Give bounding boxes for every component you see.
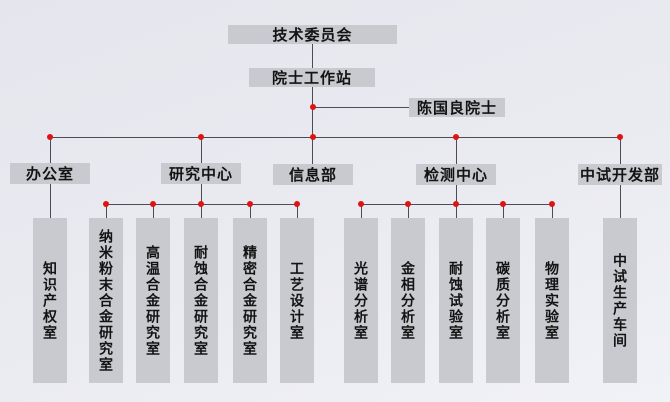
box-office-dept: 办公室	[10, 163, 90, 184]
junction-dot	[150, 201, 156, 207]
connector-line	[50, 137, 620, 138]
junction-dot	[358, 201, 364, 207]
box-corrosion-test-room: 耐蚀试验室	[439, 218, 473, 383]
box-corrosion-resistant-alloy-lab: 耐蚀合金研究室	[184, 218, 218, 383]
box-technical-committee: 技术委员会	[228, 25, 397, 44]
junction-dot	[198, 201, 204, 207]
connector-line	[250, 204, 251, 218]
connector-line	[456, 137, 457, 165]
junction-dot	[47, 134, 53, 140]
junction-dot	[500, 201, 506, 207]
junction-dot	[617, 134, 623, 140]
box-carbon-analysis-room: 碳质分析室	[486, 218, 520, 383]
junction-dot	[453, 201, 459, 207]
connector-line	[50, 184, 51, 218]
connector-line	[312, 137, 313, 164]
connector-line	[297, 204, 298, 218]
box-physics-laboratory: 物理实验室	[535, 218, 569, 383]
connector-line	[312, 87, 313, 137]
connector-line	[106, 204, 107, 218]
connector-line	[552, 204, 553, 218]
connector-line	[620, 137, 621, 165]
junction-dot	[310, 104, 316, 110]
junction-dot	[549, 201, 555, 207]
junction-dot	[247, 201, 253, 207]
connector-line	[408, 204, 409, 218]
connector-line	[153, 204, 154, 218]
box-academician-chen-guoliang: 陈国良院士	[409, 98, 505, 117]
connector-line	[312, 44, 313, 68]
connector-line	[620, 184, 621, 218]
connector-line	[201, 137, 202, 163]
junction-dot	[198, 134, 204, 140]
box-spectral-analysis-room: 光谱分析室	[344, 218, 378, 383]
junction-dot	[453, 134, 459, 140]
box-academician-workstation: 院士工作站	[249, 68, 375, 87]
box-metallographic-analysis-room: 金相分析室	[391, 218, 425, 383]
connector-line	[361, 204, 362, 218]
connector-line	[50, 137, 51, 163]
box-pilot-production-workshop: 中试生产车间	[603, 218, 637, 383]
box-research-center: 研究中心	[161, 163, 241, 184]
box-intellectual-property-room: 知识产权室	[33, 218, 67, 383]
box-nano-powder-alloy-lab: 纳米粉末合金研究室	[89, 218, 123, 383]
junction-dot	[103, 201, 109, 207]
junction-dot	[405, 201, 411, 207]
junction-dot	[294, 201, 300, 207]
box-testing-center: 检测中心	[416, 164, 496, 185]
box-process-design-room: 工艺设计室	[280, 218, 314, 383]
box-precision-alloy-lab: 精密合金研究室	[233, 218, 267, 383]
connector-line	[503, 204, 504, 218]
box-high-temperature-alloy-lab: 高温合金研究室	[136, 218, 170, 383]
box-information-dept: 信息部	[273, 164, 353, 185]
box-pilot-development-dept: 中试开发部	[578, 164, 662, 185]
junction-dot	[310, 134, 316, 140]
connector-line	[313, 107, 409, 108]
